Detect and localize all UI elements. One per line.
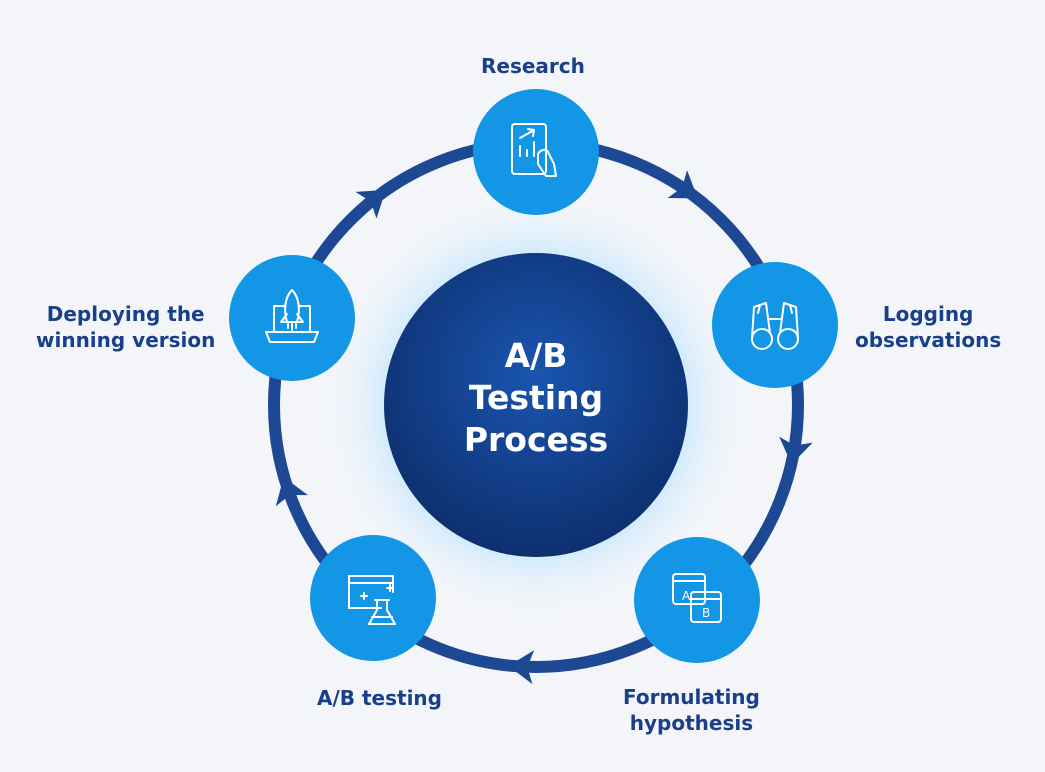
arrow-research-to-logging bbox=[667, 170, 698, 199]
label-formulating-hypothesis: Formulating hypothesis bbox=[623, 685, 760, 735]
label-logging-observations: Logging observations bbox=[855, 302, 1002, 352]
step-deploying-winning-version bbox=[229, 255, 355, 381]
step-research bbox=[473, 89, 599, 215]
label-research: Research bbox=[481, 54, 585, 78]
svg-text:B: B bbox=[702, 606, 710, 620]
chart-tablet-hand-icon bbox=[511, 123, 557, 177]
arrow-testing-to-deploying bbox=[275, 477, 308, 507]
step-logging-observations bbox=[712, 262, 838, 388]
arrow-deploying-to-research bbox=[355, 189, 386, 219]
label-deploying-winning-version: Deploying the winning version bbox=[36, 302, 216, 352]
step-ab-testing bbox=[310, 535, 436, 661]
binoculars-icon bbox=[751, 302, 799, 350]
label-ab-testing: A/B testing bbox=[317, 686, 442, 710]
center-circle bbox=[384, 253, 688, 557]
ab-windows-icon: A B bbox=[672, 573, 722, 623]
arrow-logging-to-formulating bbox=[779, 436, 813, 465]
rocket-laptop-icon bbox=[265, 289, 319, 343]
step-formulating-hypothesis: A B bbox=[634, 537, 760, 663]
browser-flask-icon bbox=[348, 575, 396, 625]
arrow-formulating-to-testing bbox=[508, 650, 535, 685]
center-title: A/B Testing Process bbox=[463, 336, 609, 459]
svg-text:A: A bbox=[682, 589, 691, 603]
